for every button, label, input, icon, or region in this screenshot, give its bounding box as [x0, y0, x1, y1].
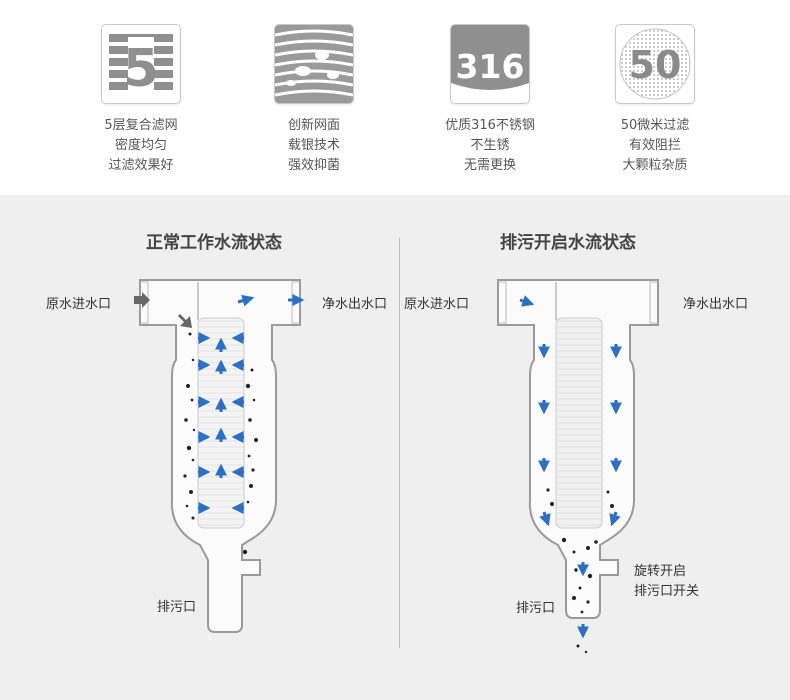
- silver-mesh-icon: [274, 24, 354, 104]
- flush-switch-label-2: 排污口开关: [634, 584, 700, 599]
- feature-steel-316: 316 优质316不锈钢 不生锈 无需更换: [410, 24, 570, 176]
- flush-impurities: [546, 488, 614, 654]
- flush-state-heading: 排污开启水流状态: [500, 233, 636, 253]
- normal-inlet-label: 原水进水口: [46, 297, 112, 312]
- feature-3-line-3: 无需更换: [463, 158, 516, 173]
- flush-inlet-label: 原水进水口: [404, 297, 470, 312]
- feature-fifty-micron: 50 50微米过滤 有效阻拦 大颗粒杂质: [575, 24, 735, 176]
- feature-2-line-1: 创新网面: [287, 118, 340, 133]
- flush-state-diagram: [497, 279, 659, 654]
- flush-drain-label: 排污口: [516, 601, 556, 616]
- normal-state-heading: 正常工作水流状态: [146, 233, 282, 253]
- normal-drain-label: 排污口: [157, 600, 197, 615]
- feature-silver-mesh: 创新网面 载银技术 强效抑菌: [234, 24, 394, 176]
- features-section: 5 5层复合滤网 密度均匀 过滤效果好: [0, 0, 790, 195]
- feature-4-line-2: 有效阻拦: [628, 138, 681, 153]
- normal-flow-arrows: [198, 294, 305, 514]
- flush-outlet-label: 净水出水口: [683, 297, 749, 312]
- feature-five-layers: 5 5层复合滤网 密度均匀 过滤效果好: [61, 24, 221, 176]
- section-divider: [399, 238, 400, 648]
- feature-3-line-2: 不生锈: [470, 138, 510, 153]
- normal-inlet-arrows: [134, 292, 192, 328]
- feature-4-line-1: 50微米过滤: [620, 118, 690, 133]
- five-layers-icon-text: 5: [123, 39, 159, 99]
- feature-2-line-3: 强效抑菌: [287, 158, 340, 173]
- fifty-micron-icon: 50: [615, 24, 695, 104]
- feature-1-line-1: 5层复合滤网: [104, 118, 178, 133]
- fifty-micron-icon-text: 50: [629, 43, 682, 87]
- steel-316-icon: 316: [450, 24, 530, 104]
- normal-outlet-label: 净水出水口: [322, 297, 388, 312]
- normal-impurities: [183, 332, 258, 555]
- feature-1-line-3: 过滤效果好: [108, 158, 174, 173]
- steel-316-icon-text: 316: [456, 47, 525, 86]
- feature-1-line-2: 密度均匀: [114, 138, 167, 153]
- flush-switch-label-1: 旋转开启: [634, 564, 687, 579]
- feature-4-line-3: 大颗粒杂质: [622, 158, 688, 173]
- feature-2-line-2: 载银技术: [287, 138, 340, 153]
- feature-3-line-1: 优质316不锈钢: [445, 118, 535, 133]
- five-layers-icon: 5: [101, 24, 181, 104]
- flush-flow-arrows: [519, 295, 622, 639]
- normal-state-diagram: [134, 279, 305, 633]
